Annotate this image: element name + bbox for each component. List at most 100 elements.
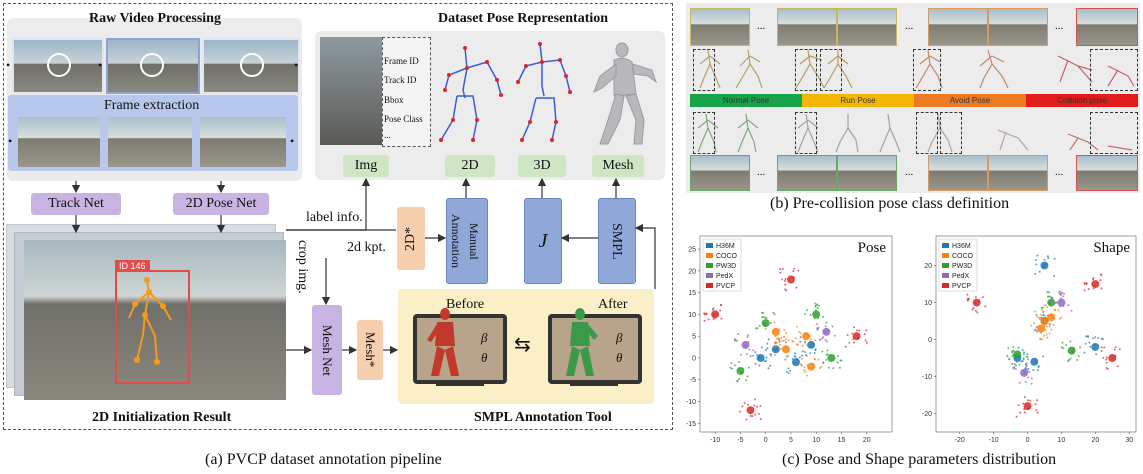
x-tick-label: -20 [955, 437, 965, 444]
scatter-dot [1035, 258, 1038, 261]
scatter-dot [1035, 328, 1038, 331]
scatter-dot [1043, 334, 1046, 337]
scatter-dot [739, 410, 742, 413]
scatter-dot [793, 267, 796, 270]
legend-label: H36M [952, 243, 971, 250]
mesh-figure [593, 42, 657, 145]
scatter-dot [967, 297, 970, 300]
scatter-dot [1083, 351, 1086, 354]
scatter-dot [1051, 297, 1054, 300]
legend-label: PW3D [716, 263, 736, 270]
scatter-dot [852, 338, 855, 341]
scatter-dot [777, 338, 780, 341]
scatter-dot [1069, 357, 1072, 360]
scatter-dot [1113, 348, 1116, 351]
scatter-dot [785, 289, 788, 292]
scatter-dot [754, 398, 757, 401]
scatter-dot [764, 327, 767, 330]
scatter-dot [825, 321, 828, 324]
scatter-dot [1033, 322, 1036, 325]
scatter-dot [971, 308, 974, 311]
scatter-dot [747, 366, 750, 369]
strip-ellipsis: ... [1055, 166, 1064, 178]
scatter-dot [813, 352, 816, 355]
scatter-dot [1083, 289, 1086, 292]
scatter-dot [767, 367, 770, 370]
frame-extraction-label: Frame extraction [104, 98, 200, 113]
scatter-dot [741, 405, 744, 408]
scatter-dot [746, 375, 749, 378]
scatter-dot [759, 417, 762, 420]
legend-label: H36M [716, 243, 735, 250]
scatter-dot [774, 353, 777, 356]
scatter-dot [1048, 325, 1051, 328]
scatter-dot [1028, 407, 1031, 410]
scatter-dot [812, 363, 815, 366]
scatter-dot [808, 335, 811, 338]
scatter-dot [1084, 342, 1087, 345]
scatter-dot [749, 414, 752, 417]
scatter-dot [1048, 323, 1051, 326]
scatter-dot [798, 356, 801, 359]
scatter-dot [1042, 306, 1045, 309]
kpt-2d-text: 2d kpt. [347, 240, 386, 255]
scatter-dot [1023, 396, 1026, 399]
scatter-dot [1044, 264, 1047, 267]
car-frame [777, 155, 837, 191]
scatter-dot [1017, 346, 1020, 349]
scatter-dot [795, 286, 798, 289]
raw-video-title: Raw Video Processing [89, 11, 221, 26]
y-tick-label: 0 [928, 337, 932, 344]
scatter-dot [865, 341, 868, 344]
scatter-dot [864, 339, 867, 342]
scatter-dot [733, 364, 736, 367]
before-label: Before [446, 297, 485, 312]
scatter-dot [1048, 332, 1051, 335]
scatter-dot [1040, 313, 1043, 316]
y-tick-label: 10 [688, 312, 696, 319]
scatter-dot [1042, 311, 1045, 314]
info-line: Frame ID [384, 56, 419, 66]
scatter-dot [1022, 357, 1025, 360]
scatter-dot [707, 318, 710, 321]
scatter-dot [1052, 323, 1055, 326]
scatter-dot [754, 362, 757, 365]
out-mesh-box: Mesh [592, 155, 644, 177]
scatter-dot [793, 352, 796, 355]
scatter-dot [1100, 273, 1103, 276]
scatter-dot [814, 358, 817, 361]
scatter-dot [852, 326, 855, 329]
legend-swatch [706, 243, 713, 248]
scatter-dot [1093, 284, 1096, 287]
data-point [771, 327, 780, 336]
scatter-dot [851, 332, 854, 335]
scatter-dot [816, 322, 819, 325]
scatter-dot [1032, 368, 1035, 371]
legend-label: COCO [952, 253, 974, 260]
scatter-dot [773, 313, 776, 316]
scatter-dot [1053, 274, 1056, 277]
scatter-dot [776, 347, 779, 350]
scatter-dot [1035, 263, 1038, 266]
scatter-dot [1043, 316, 1046, 319]
scatter-dot [972, 306, 975, 309]
scatter-dot [1018, 363, 1021, 366]
scatter-dot [776, 346, 779, 349]
scatter-dot [1042, 314, 1045, 317]
scatter-dot [1013, 363, 1016, 366]
y-tick-label: -10 [686, 399, 696, 406]
scatter-dot [762, 311, 765, 314]
scatter-dot [1099, 279, 1102, 282]
scatter-dot [765, 360, 768, 363]
theta-symbol: θ [616, 350, 623, 365]
scatter-dot [1103, 346, 1106, 349]
scatter-dot [846, 334, 849, 337]
scatter-dot [806, 309, 809, 312]
pipeline-arrows [71, 177, 656, 355]
scatter-dot [806, 363, 809, 366]
scatter-dot [804, 370, 807, 373]
scatter-dot [856, 329, 859, 332]
info-line: Bbox [384, 95, 404, 105]
green-body-figure [566, 308, 598, 376]
dashed-highlight [913, 49, 941, 91]
